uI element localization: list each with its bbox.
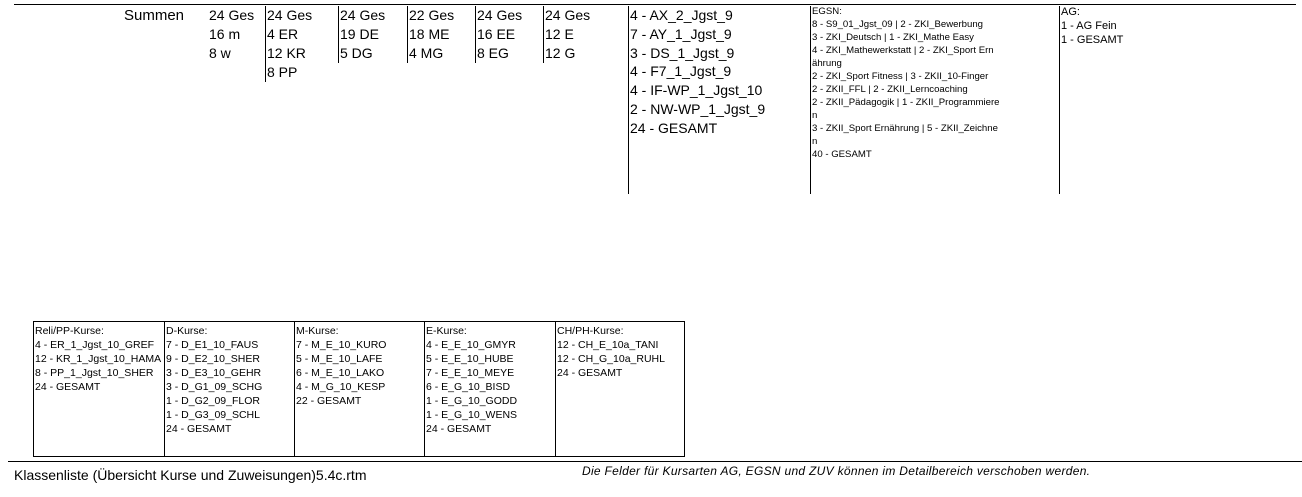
list-item: 6 - E_G_10_BISD: [426, 381, 511, 393]
summary-value: 12 KR: [267, 45, 306, 61]
list-item: ährung: [812, 58, 842, 69]
list-item: 12 - CH_E_10a_TANI: [557, 339, 659, 351]
list-item: 2 - ZKII_FFL | 2 - ZKII_Lerncoaching: [812, 84, 968, 95]
list-item: 3 - DS_1_Jgst_9: [630, 44, 735, 61]
reli-pp-kurse-box: Reli/PP-Kurse: 4 - ER_1_Jgst_10_GREF 12 …: [33, 321, 165, 457]
column-divider: [1059, 6, 1060, 194]
footer-rule: [8, 461, 1302, 462]
list-item: 1 - D_G3_09_SCHL: [166, 409, 260, 421]
footer-hint: Die Felder für Kursarten AG, EGSN und ZU…: [582, 464, 1091, 478]
list-item: 3 - ZKII_Sport Ernährung | 5 - ZKII_Zeic…: [812, 123, 998, 134]
list-item: 2 - ZKI_Sport Fitness | 3 - ZKII_10-Fing…: [812, 71, 989, 82]
summary-column-religion: 24 Ges 4 ER 12 KR 8 PP: [267, 6, 312, 82]
ag-title: AG:: [1061, 6, 1080, 18]
list-item: 24 - GESAMT: [166, 423, 232, 435]
summary-value: 24 Ges: [209, 7, 255, 23]
list-item: 7 - AY_1_Jgst_9: [630, 25, 732, 42]
report-filename: Klassenliste (Übersicht Kurse und Zuweis…: [14, 467, 367, 483]
summary-value: 12 G: [545, 45, 576, 61]
list-item: 8 - S9_01_Jgst_09 | 2 - ZKI_Bewerbung: [812, 19, 984, 30]
list-item: 3 - D_G1_09_SCHG: [166, 381, 263, 393]
column-divider: [407, 6, 408, 63]
summary-value: 24 Ges: [545, 7, 591, 23]
summary-value: 24 Ges: [340, 7, 386, 23]
list-item: 7 - E_E_10_MEYE: [426, 367, 515, 379]
list-item: 5 - M_E_10_LAFE: [296, 353, 383, 365]
list-item: 24 - GESAMT: [557, 367, 623, 379]
summary-value: 4 ER: [267, 26, 299, 42]
summary-value: 24 Ges: [267, 7, 313, 23]
list-item: 24 - GESAMT: [426, 423, 492, 435]
list-item: 4 - M_G_10_KESP: [296, 381, 386, 393]
list-item: 24 - GESAMT: [35, 381, 101, 393]
list-item: 1 - E_G_10_GODD: [426, 395, 518, 407]
list-item: 8 - PP_1_Jgst_10_SHER: [35, 367, 154, 379]
box-title: E-Kurse:: [426, 325, 467, 337]
list-item: 6 - M_E_10_LAKO: [296, 367, 385, 379]
list-item: 1 - E_G_10_WENS: [426, 409, 518, 421]
e-kurse-box: E-Kurse: 4 - E_E_10_GMYR 5 - E_E_10_HUBE…: [424, 321, 556, 457]
summary-column-mathe: 22 Ges 18 ME 4 MG: [409, 6, 454, 63]
list-item: 4 - ER_1_Jgst_10_GREF: [35, 339, 155, 351]
summary-column-englisch: 24 Ges 16 EE 8 EG: [477, 6, 522, 63]
summary-value: 8 PP: [267, 64, 298, 80]
ch-ph-kurse-box: CH/PH-Kurse: 12 - CH_E_10a_TANI 12 - CH_…: [555, 321, 685, 457]
summen-label: Summen: [124, 7, 185, 24]
list-item: 4 - F7_1_Jgst_9: [630, 63, 732, 80]
summary-value: 16 EE: [477, 26, 516, 42]
d-kurse-box: D-Kurse: 7 - D_E1_10_FAUS 9 - D_E2_10_SH…: [164, 321, 295, 457]
list-item: 5 - E_E_10_HUBE: [426, 353, 514, 365]
list-item: n: [812, 136, 818, 147]
summary-value: 12 E: [545, 26, 574, 42]
column-divider: [543, 6, 544, 63]
summary-column-gesamt: 24 Ges 16 m 8 w: [209, 6, 254, 63]
list-item: 4 - ZKI_Mathewerkstatt | 2 - ZKI_Sport E…: [812, 45, 994, 56]
list-item: 12 - CH_G_10a_RUHL: [557, 353, 665, 365]
column-divider: [475, 6, 476, 63]
list-item: 4 - E_E_10_GMYR: [426, 339, 516, 351]
list-item: 1 - GESAMT: [1061, 34, 1124, 46]
egsn-list: EGSN: 8 - S9_01_Jgst_09 | 2 - ZKI_Bewerb…: [812, 5, 1000, 161]
list-item: 2 - NW-WP_1_Jgst_9: [630, 100, 766, 117]
egsn-title: EGSN:: [812, 6, 842, 17]
list-item: 12 - KR_1_Jgst_10_HAMA: [35, 353, 162, 365]
ag-list: AG: 1 - AG Fein 1 - GESAMT: [1061, 5, 1123, 47]
summary-column-chph: 24 Ges 12 E 12 G: [545, 6, 590, 63]
list-item: 2 - ZKII_Pädagogik | 1 - ZKII_Programmie…: [812, 97, 1000, 108]
summary-value: 18 ME: [409, 26, 450, 42]
list-item: 4 - IF-WP_1_Jgst_10: [630, 82, 763, 99]
list-item: 1 - D_G2_09_FLOR: [166, 395, 260, 407]
list-item: 7 - M_E_10_KURO: [296, 339, 387, 351]
column-divider: [628, 6, 629, 194]
list-item: 3 - ZKI_Deutsch | 1 - ZKI_Mathe Easy: [812, 32, 974, 43]
list-item: 7 - D_E1_10_FAUS: [166, 339, 259, 351]
m-kurse-box: M-Kurse: 7 - M_E_10_KURO 5 - M_E_10_LAFE…: [294, 321, 425, 457]
list-item: 1 - AG Fein: [1061, 20, 1117, 32]
list-item: n: [812, 110, 818, 121]
list-item: 9 - D_E2_10_SHER: [166, 353, 260, 365]
summary-value: 19 DE: [340, 26, 379, 42]
column-divider: [265, 6, 266, 82]
summary-value: 16 m: [209, 26, 241, 42]
summary-value: 4 MG: [409, 45, 444, 61]
column-divider: [810, 6, 811, 194]
column-divider: [338, 6, 339, 63]
summary-value: 8 EG: [477, 45, 509, 61]
box-title: Reli/PP-Kurse:: [35, 325, 104, 337]
top-rule: [14, 4, 1296, 5]
summary-column-deutsch: 24 Ges 19 DE 5 DG: [340, 6, 385, 63]
list-item: 40 - GESAMT: [812, 149, 872, 160]
list-item: 3 - D_E3_10_GEHR: [166, 367, 262, 379]
summary-value: 5 DG: [340, 45, 373, 61]
list-item: 24 - GESAMT: [630, 119, 718, 136]
list-item: 22 - GESAMT: [296, 395, 362, 407]
box-title: CH/PH-Kurse:: [557, 325, 624, 337]
box-title: D-Kurse:: [166, 325, 208, 337]
box-title: M-Kurse:: [296, 325, 339, 337]
wp-kurse-list: 4 - AX_2_Jgst_9 7 - AY_1_Jgst_9 3 - DS_1…: [630, 6, 765, 138]
summary-value: 24 Ges: [477, 7, 523, 23]
list-item: 4 - AX_2_Jgst_9: [630, 7, 733, 23]
summary-value: 8 w: [209, 45, 231, 61]
summary-value: 22 Ges: [409, 7, 455, 23]
